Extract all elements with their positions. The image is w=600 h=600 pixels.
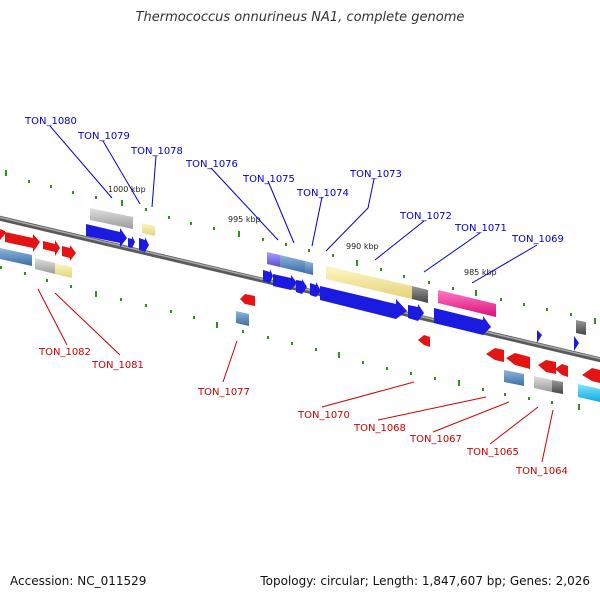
upper-tick-row: [5, 170, 596, 324]
map-title: Thermococcus onnurineus NA1, complete ge…: [135, 10, 465, 25]
gene-label-ton-1074[interactable]: TON_1074: [296, 188, 349, 199]
accession-text: Accession: NC_011529: [10, 574, 147, 588]
gene-label-ton-1075[interactable]: TON_1075: [242, 174, 295, 185]
kbp-marker: 1000 kbp: [108, 185, 146, 194]
reverse-leaders: [37, 288, 554, 463]
kbp-markers: 1000 kbp 995 kbp 990 kbp 985 kbp: [108, 185, 497, 277]
gene-label-ton-1069[interactable]: TON_1069: [511, 234, 564, 245]
kbp-marker: 990 kbp: [346, 242, 379, 251]
kbp-marker: 985 kbp: [464, 268, 497, 277]
gene-label-ton-1080[interactable]: TON_1080: [24, 116, 77, 127]
gene-label-ton-1072[interactable]: TON_1072: [399, 211, 452, 222]
forward-leaders: [49, 125, 538, 284]
gene-label-ton-1073[interactable]: TON_1073: [349, 169, 402, 180]
kbp-marker: 995 kbp: [228, 215, 261, 224]
gene-label-ton-1077[interactable]: TON_1077: [197, 387, 250, 398]
gene-label-ton-1067[interactable]: TON_1067: [409, 434, 462, 445]
gene-label-ton-1070[interactable]: TON_1070: [297, 410, 350, 421]
reverse-features: [236, 294, 600, 402]
gene-label-ton-1078[interactable]: TON_1078: [130, 146, 183, 157]
forward-labels: TON_1080 TON_1079 TON_1078 TON_1076 TON_…: [24, 116, 564, 245]
gene-label-ton-1081[interactable]: TON_1081: [91, 360, 144, 371]
gene-label-ton-1076[interactable]: TON_1076: [185, 159, 238, 170]
lower-tick-row: [0, 266, 580, 410]
gene-label-ton-1071[interactable]: TON_1071: [454, 223, 507, 234]
gene-label-ton-1082[interactable]: TON_1082: [38, 347, 91, 358]
reverse-labels: TON_1082 TON_1081 TON_1077 TON_1070 TON_…: [38, 347, 568, 477]
forward-features: [0, 208, 586, 351]
gene-label-ton-1064[interactable]: TON_1064: [515, 466, 568, 477]
gene-label-ton-1079[interactable]: TON_1079: [77, 131, 130, 142]
gene-label-ton-1065[interactable]: TON_1065: [466, 447, 519, 458]
genome-summary-text: Topology: circular; Length: 1,847,607 bp…: [260, 574, 590, 588]
gene-label-ton-1068[interactable]: TON_1068: [353, 423, 406, 434]
